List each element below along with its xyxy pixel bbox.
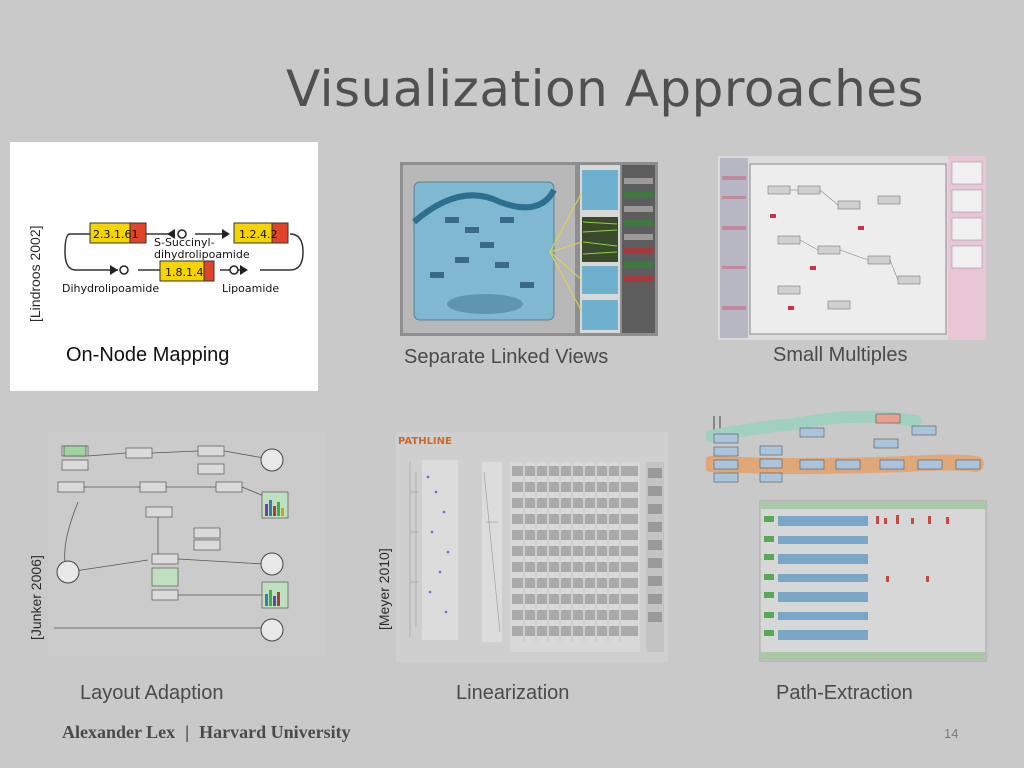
- compound-label: dihydrolipoamide: [154, 248, 250, 261]
- caption-linearization: Linearization: [456, 682, 570, 704]
- footer: Alexander Lex | Harvard University: [62, 722, 351, 743]
- small-multiples-thumbnail: [718, 156, 986, 340]
- page-number: 14: [944, 726, 959, 741]
- compound-label: Lipoamide: [222, 282, 279, 295]
- compound-label: Dihydrolipoamide: [62, 282, 159, 295]
- caption-layout-adaption: Layout Adaption: [80, 682, 224, 704]
- citation-lindroos: [Lindroos 2002]: [27, 225, 43, 322]
- layout-adaption-thumbnail: [48, 432, 326, 656]
- enzyme-node-label: 2.3.1.61: [93, 228, 138, 241]
- enzyme-node-label: 1.2.4.2: [239, 228, 277, 241]
- footer-separator: |: [185, 722, 190, 742]
- caption-small-multiples: Small Multiples: [773, 344, 908, 366]
- footer-affiliation: Harvard University: [199, 722, 351, 742]
- linearization-thumbnail: PATHLINE: [396, 432, 668, 662]
- pathline-label: PATHLINE: [398, 436, 452, 447]
- on-node-mapping-panel: 2.3.1.61 1.2.4.2 1.8.1.4 S-Succinyl- dih…: [10, 142, 318, 391]
- path-extraction-thumbnail: [706, 406, 992, 666]
- separate-linked-views-thumbnail: [400, 162, 658, 336]
- compound-label: S-Succinyl-: [154, 236, 215, 249]
- caption-separate-linked-views: Separate Linked Views: [404, 346, 609, 368]
- enzyme-node-label: 1.8.1.4: [165, 266, 203, 279]
- footer-author: Alexander Lex: [62, 722, 176, 742]
- caption-path-extraction: Path-Extraction: [776, 682, 913, 704]
- slide-title: Visualization Approaches: [286, 60, 925, 118]
- on-node-mapping-diagram: 2.3.1.61 1.2.4.2 1.8.1.4 S-Succinyl- dih…: [62, 222, 304, 295]
- citation-meyer: [Meyer 2010]: [376, 548, 392, 630]
- citation-junker: [Junker 2006]: [28, 555, 44, 640]
- caption-on-node-mapping: On-Node Mapping: [66, 344, 230, 366]
